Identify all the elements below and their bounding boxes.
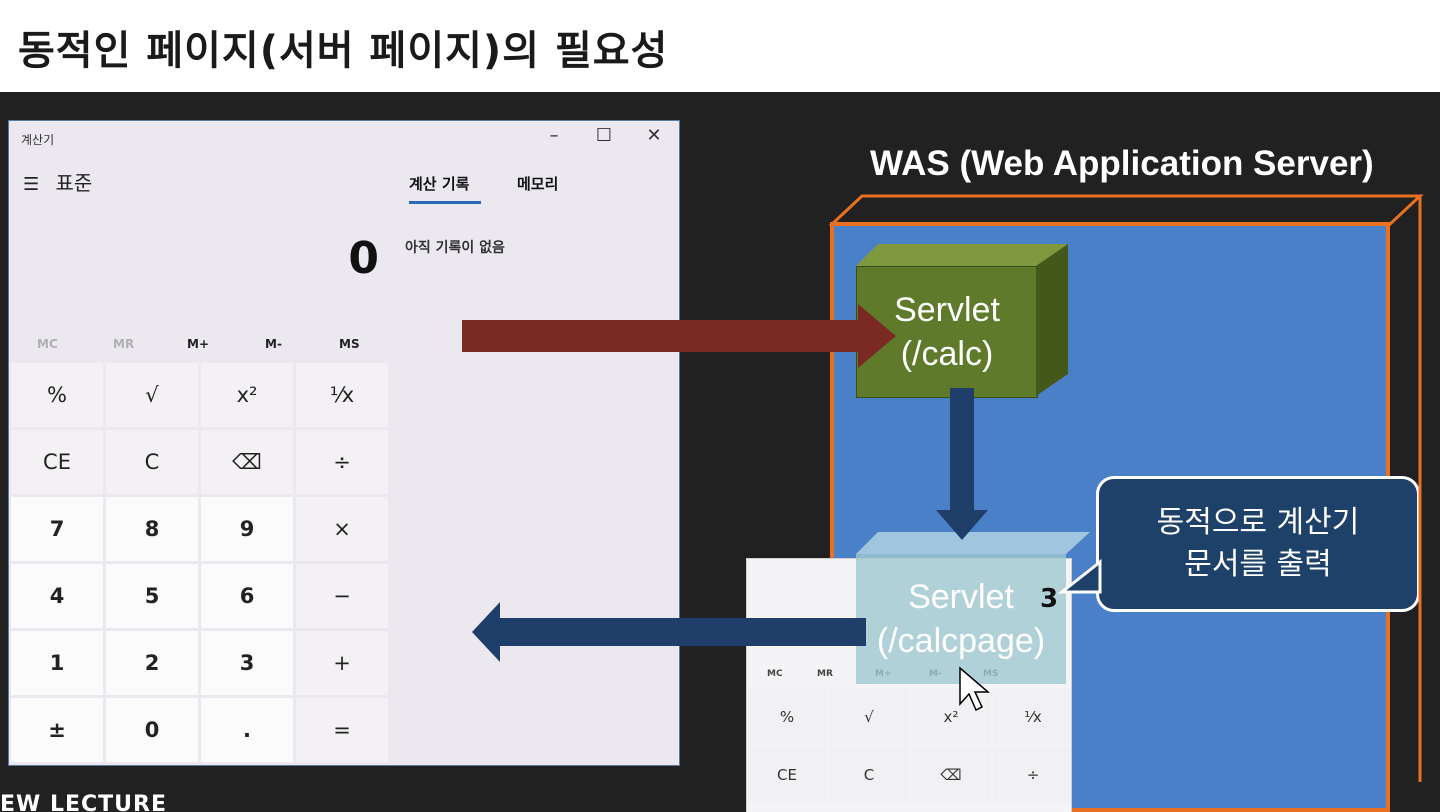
servlet-calc-side-face — [1036, 244, 1068, 396]
mini-percent-key[interactable]: % — [747, 689, 827, 745]
servlet-calcpage-name: Servlet — [908, 578, 1014, 616]
close-button[interactable]: ✕ — [646, 125, 662, 146]
mini-clear-entry-key[interactable]: CE — [747, 747, 827, 803]
clear-key[interactable]: C — [106, 430, 198, 494]
servlet-calcpage-box: Servlet (/calcpage) — [856, 554, 1066, 684]
diagram-arrows — [462, 194, 1424, 782]
memory-clear-button[interactable]: MC — [37, 337, 58, 351]
tab-memory[interactable]: 메모리 — [517, 175, 559, 193]
mode-row: ☰ 표준 — [23, 167, 92, 196]
add-key[interactable]: + — [296, 631, 388, 695]
tab-active-indicator — [409, 201, 481, 204]
digit-2-key[interactable]: 2 — [106, 631, 198, 695]
mini-memory-clear-button[interactable]: MC — [767, 669, 783, 679]
slide-title: 동적인 페이지(서버 페이지)의 필요성 — [18, 28, 669, 74]
servlet-calcpage-top-face — [856, 532, 1090, 554]
callout-tail — [1057, 558, 1102, 594]
down-arrow — [936, 388, 988, 540]
history-empty-text: 아직 기록이 없음 — [405, 240, 505, 256]
servlet-calc-name: Servlet — [894, 291, 1000, 329]
hamburger-icon[interactable]: ☰ — [23, 174, 40, 195]
sqrt-key[interactable]: √ — [106, 363, 198, 427]
reciprocal-key[interactable]: ⅟x — [296, 363, 388, 427]
memory-subtract-button[interactable]: M- — [265, 337, 282, 351]
digit-3-key[interactable]: 3 — [201, 631, 293, 695]
was-box-top-edge — [828, 194, 1424, 228]
multiply-key[interactable]: × — [296, 497, 388, 561]
callout-line-1: 동적으로 계산기 — [1156, 505, 1360, 540]
servlet-calcpage-path: (/calcpage) — [876, 622, 1046, 660]
memory-store-button[interactable]: MS — [339, 337, 360, 351]
mini-backspace-icon[interactable]: ⌫ — [911, 747, 991, 803]
calculator-window: 계산기 – ☐ ✕ ☰ 표준 계산 기록 메모리 아직 기록이 없음 0 MC … — [8, 120, 680, 766]
backspace-icon[interactable]: ⌫ — [201, 430, 293, 494]
display-value: 0 — [348, 233, 379, 284]
servlet-calc-path: (/calc) — [900, 335, 994, 373]
digit-5-key[interactable]: 5 — [106, 564, 198, 628]
square-key[interactable]: x² — [201, 363, 293, 427]
callout-line-2: 문서를 출력 — [1184, 547, 1332, 582]
video-area: 계산기 – ☐ ✕ ☰ 표준 계산 기록 메모리 아직 기록이 없음 0 MC … — [0, 92, 1440, 812]
digit-6-key[interactable]: 6 — [201, 564, 293, 628]
digit-8-key[interactable]: 8 — [106, 497, 198, 561]
response-arrow — [472, 602, 866, 662]
mini-memory-recall-button[interactable]: MR — [817, 669, 833, 679]
memory-add-button[interactable]: M+ — [187, 337, 209, 351]
mini-divide-key[interactable]: ÷ — [993, 747, 1071, 803]
window-title: 계산기 — [21, 133, 55, 147]
digit-0-key[interactable]: 0 — [106, 698, 198, 762]
decimal-key[interactable]: . — [201, 698, 293, 762]
subtract-key[interactable]: − — [296, 564, 388, 628]
minimize-button[interactable]: – — [549, 125, 559, 146]
mini-sqrt-key[interactable]: √ — [829, 689, 909, 745]
overlay-digit: 3 — [1040, 584, 1059, 614]
digit-9-key[interactable]: 9 — [201, 497, 293, 561]
memory-recall-button[interactable]: MR — [113, 337, 135, 351]
equals-key[interactable]: = — [296, 698, 388, 762]
digit-4-key[interactable]: 4 — [11, 564, 103, 628]
request-arrow — [462, 304, 896, 368]
percent-key[interactable]: % — [11, 363, 103, 427]
was-label: WAS (Web Application Server) — [870, 144, 1374, 183]
tab-history[interactable]: 계산 기록 — [409, 175, 470, 193]
mode-label: 표준 — [55, 171, 93, 195]
maximize-button[interactable]: ☐ — [595, 125, 613, 146]
keypad: % √ x² ⅟x CE C ⌫ ÷ 7 8 9 × 4 5 6 − 1 2 3… — [11, 363, 391, 762]
mouse-cursor-icon — [959, 666, 991, 712]
mini-clear-key[interactable]: C — [829, 747, 909, 803]
digit-7-key[interactable]: 7 — [11, 497, 103, 561]
divide-key[interactable]: ÷ — [296, 430, 388, 494]
lecture-logo: EW LECTURE — [0, 792, 167, 812]
mini-reciprocal-key[interactable]: ⅟x — [993, 689, 1071, 745]
servlet-calc-top-face — [856, 244, 1068, 266]
digit-1-key[interactable]: 1 — [11, 631, 103, 695]
negate-key[interactable]: ± — [11, 698, 103, 762]
mini-keypad: % √ x² ⅟x CE C ⌫ ÷ — [747, 689, 1071, 803]
callout-bubble: 동적으로 계산기 문서를 출력 — [1096, 476, 1420, 612]
clear-entry-key[interactable]: CE — [11, 430, 103, 494]
